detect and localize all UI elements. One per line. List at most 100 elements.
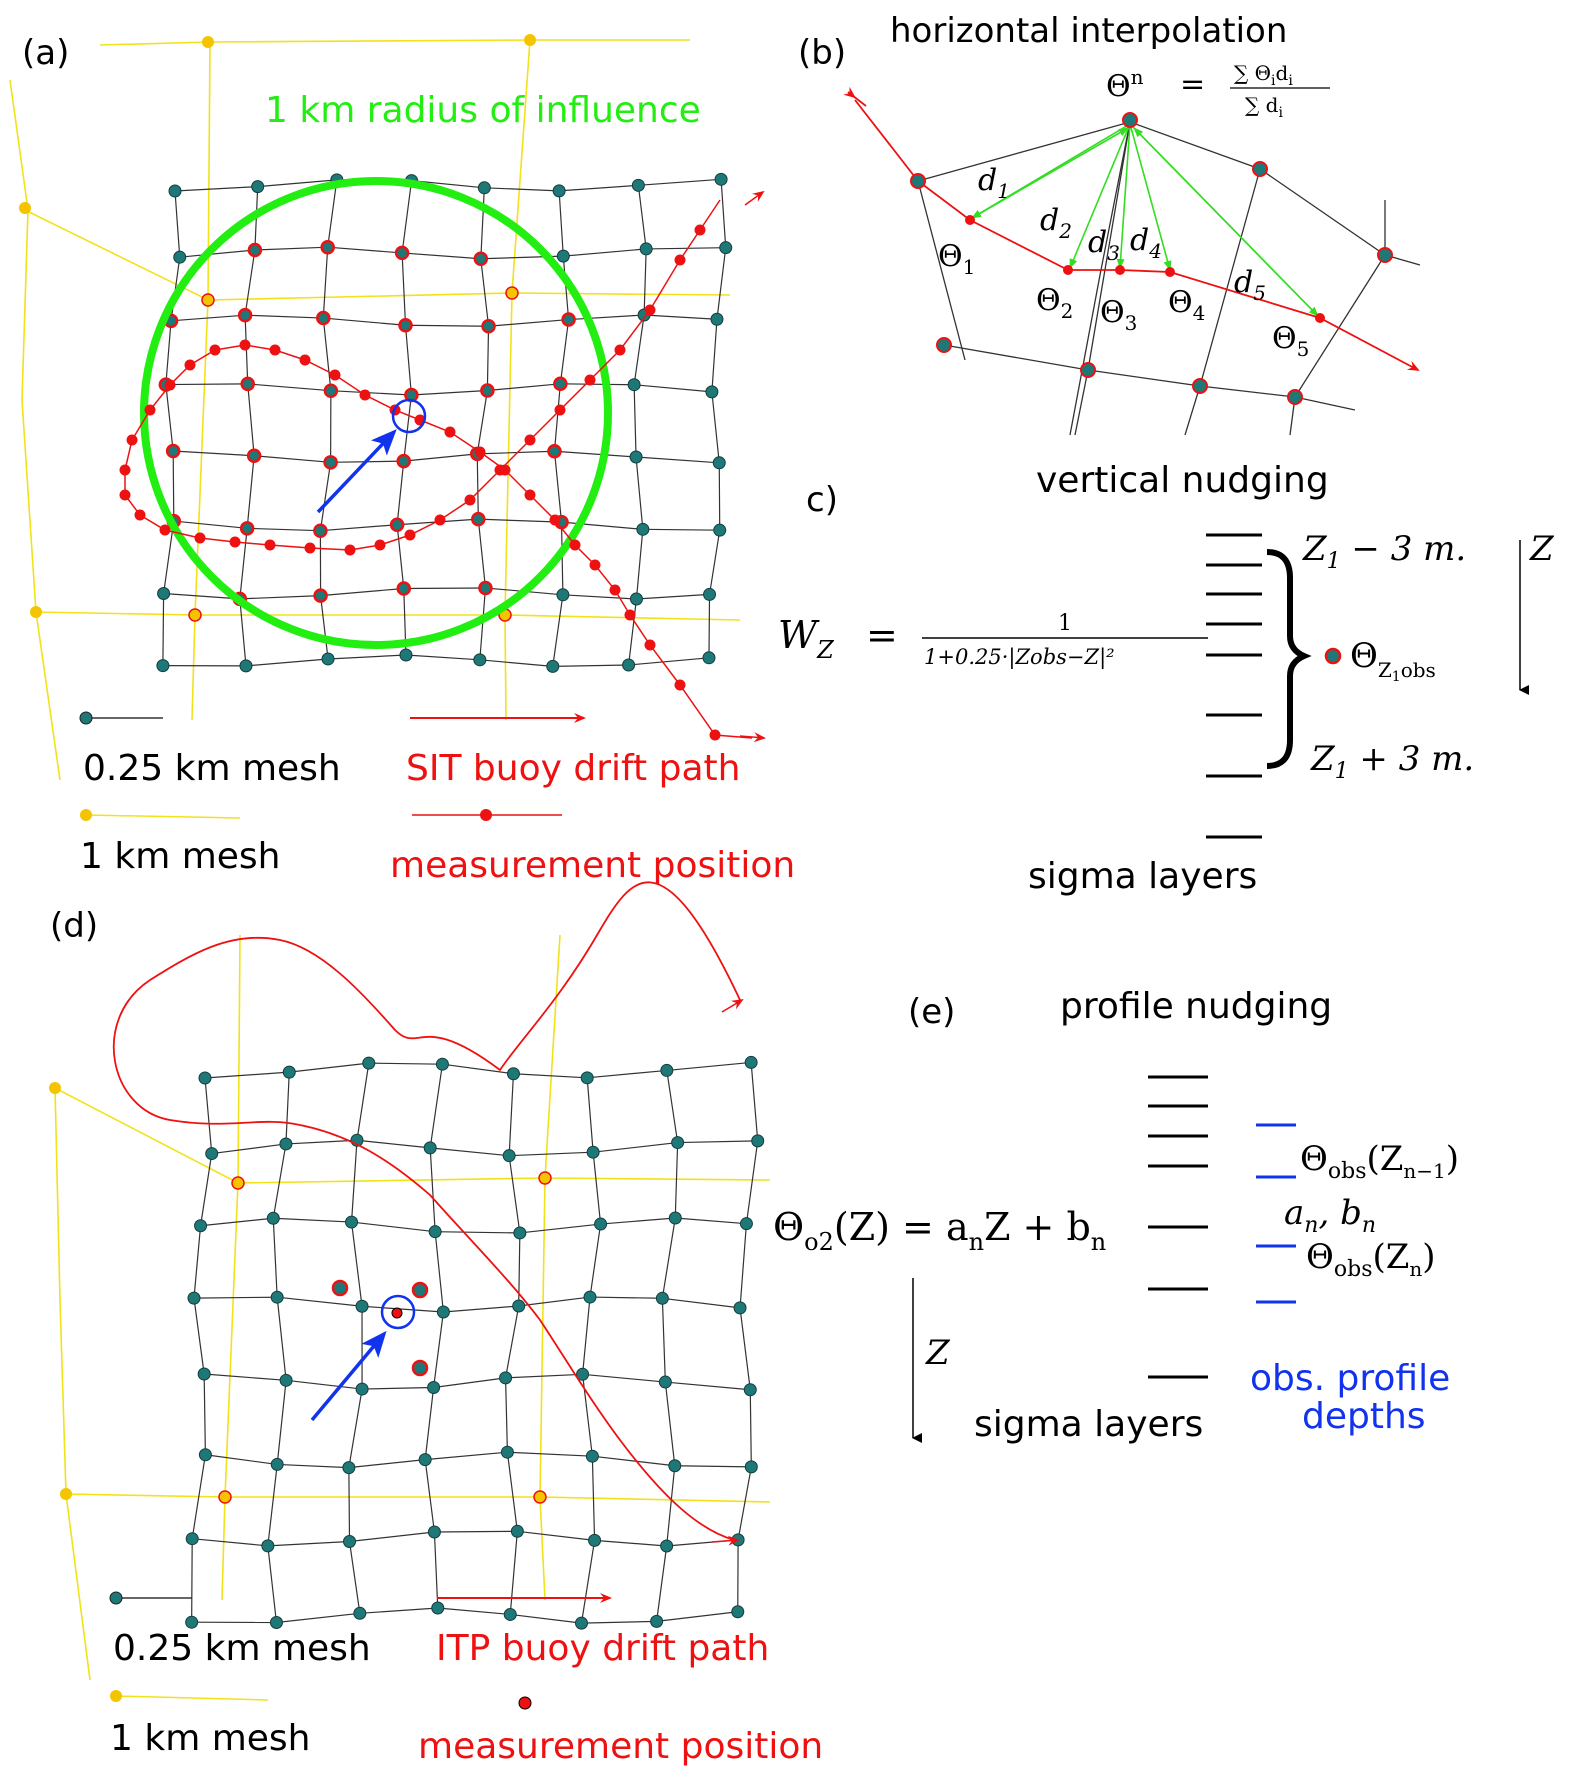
measurement-point (694, 224, 706, 236)
pointer-arrow-d (310, 1330, 387, 1422)
mesh-edge (589, 1223, 602, 1298)
mesh-edge (322, 247, 329, 319)
sigma-layers-label-e: sigma layers (974, 1404, 1203, 1445)
mesh-node (279, 1373, 293, 1387)
mesh-edge (666, 1465, 676, 1547)
obs-profile-label: obs. profile (1250, 1358, 1450, 1399)
mesh-node (198, 1448, 212, 1462)
mesh-edge (165, 383, 248, 386)
mesh-edge (356, 1063, 370, 1141)
mesh-edge (646, 247, 726, 250)
svg-text:1+0.25·|Zobs−Z|²: 1+0.25·|Zobs−Z|² (924, 645, 1115, 670)
mesh-edge (289, 1062, 369, 1073)
measurement-point (144, 404, 156, 416)
coarse-node (524, 34, 536, 46)
mesh-node (574, 1616, 588, 1630)
coarse-mesh-d (49, 934, 771, 1681)
measurement-point (299, 354, 311, 366)
z-axis-label-e: Z (925, 1333, 951, 1373)
measurement-point (119, 489, 131, 501)
mesh-node (343, 1535, 357, 1549)
legend-a: 0.25 km mesh 1 km mesh SIT buoy drift pa… (79, 711, 795, 886)
mesh-edge (586, 1077, 594, 1153)
mesh-edge (478, 518, 562, 523)
legend-coarse-mesh-d: 1 km mesh (110, 1718, 311, 1759)
mesh-edge (424, 1387, 435, 1460)
theta-label-4: Θ4 (1168, 285, 1205, 325)
mesh-node (594, 1217, 608, 1231)
mesh-edge (656, 1545, 668, 1622)
legend-coarse-mesh-a: 1 km mesh (80, 836, 281, 877)
mesh-node (246, 448, 262, 463)
mesh-edge (666, 1061, 752, 1072)
measurement-point (344, 544, 356, 556)
mesh-edge (434, 1530, 518, 1533)
mesh-node (629, 592, 643, 606)
mesh-edge (739, 1223, 748, 1308)
measurement-point (359, 389, 371, 401)
mesh-node (743, 1383, 757, 1397)
theta-label-2: Θ2 (1036, 283, 1073, 323)
mesh-edge (559, 319, 570, 384)
mesh-edge (594, 1539, 667, 1547)
coarse-node (538, 1171, 552, 1185)
measurement-point (329, 369, 341, 381)
mesh-edge (361, 1305, 444, 1313)
mesh-edge (286, 1379, 363, 1390)
mesh-edge (247, 527, 321, 532)
mesh-edge (487, 383, 561, 392)
mesh-node (719, 241, 733, 255)
coefficients: an, bn (1284, 1193, 1376, 1238)
mesh-node (156, 659, 170, 673)
fine-mesh-legend-marker (79, 711, 93, 725)
mesh-edge (162, 593, 165, 666)
mesh-edge (204, 1071, 290, 1079)
mesh-edge (504, 1377, 509, 1453)
measurement-point (184, 359, 196, 371)
mesh-node (165, 443, 181, 459)
mesh-edge (507, 1451, 593, 1457)
measurement-point (524, 434, 536, 446)
mesh-edge (628, 657, 710, 666)
mesh-edge (272, 1143, 287, 1219)
measurement-point (549, 514, 561, 526)
mesh-edge (396, 524, 405, 589)
mesh-node (323, 383, 339, 398)
brace (1266, 549, 1312, 769)
mesh-edge (239, 595, 321, 600)
mesh-edge (171, 314, 246, 322)
mesh-edge (204, 1373, 287, 1381)
mesh-node (428, 1225, 442, 1239)
mesh-edge (429, 1147, 436, 1232)
measurement-legend-marker-d (518, 1696, 532, 1710)
mesh-edge (401, 252, 407, 326)
mesh-node (345, 1215, 359, 1229)
mesh-edge (562, 594, 637, 600)
itp-path-head (721, 998, 744, 1013)
svg-text:=: = (1180, 67, 1205, 102)
mesh-edge (174, 186, 258, 192)
mesh-edge (554, 450, 637, 458)
distance-label-4: d4 (1130, 223, 1162, 263)
mesh-edge (674, 1142, 679, 1219)
idw-formula: Θn = ∑ Θidi ∑ di (1106, 61, 1330, 121)
mesh-node (355, 1382, 369, 1396)
mesh-edge (644, 314, 718, 320)
coarse-mesh-legend-marker (80, 809, 92, 821)
mesh-edge (716, 247, 727, 320)
coarse-node (231, 1176, 245, 1190)
panel-c-title: vertical nudging (1036, 460, 1329, 501)
mesh-node (636, 522, 650, 536)
mesh-edge (362, 1386, 434, 1390)
mesh-edge (273, 1217, 352, 1223)
measurement-legend-marker-a (480, 809, 492, 821)
mesh-edge (320, 587, 404, 597)
mesh-edge (165, 384, 174, 452)
mesh-edge (193, 1298, 205, 1375)
mesh-edge (509, 1531, 518, 1615)
mesh-edge (239, 528, 248, 599)
measurement-point (269, 344, 281, 356)
panel-b-title: horizontal interpolation (890, 11, 1287, 51)
mesh-edge (257, 179, 337, 188)
mesh-edge (327, 246, 403, 254)
